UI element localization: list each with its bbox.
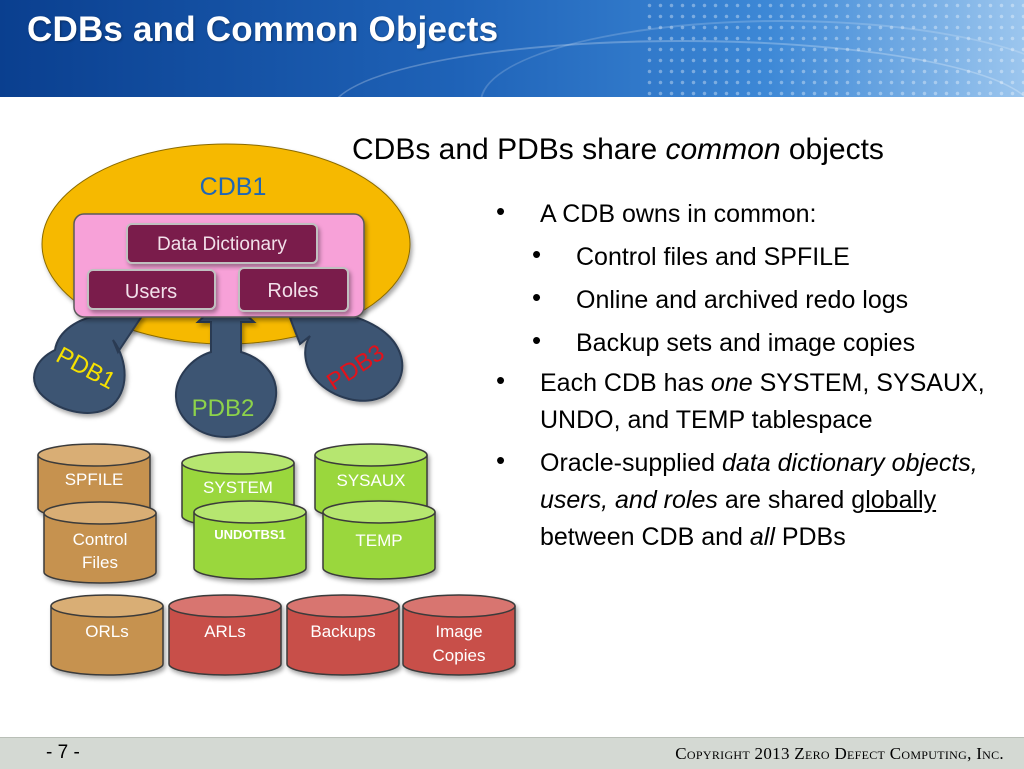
title-bar: CDBs and Common Objects (0, 0, 1024, 97)
users-box (87, 269, 216, 310)
pdb2-shape (174, 294, 278, 439)
orls-cylinder (50, 594, 164, 676)
temp-label: TEMP (355, 531, 402, 550)
undotbs1-label: UNDOTBS1 (214, 527, 286, 542)
bullet-item: •Each CDB has one SYSTEM, SYSAUX, UNDO, … (490, 365, 1020, 439)
bullet-icon: • (496, 196, 506, 226)
bullet-icon: • (532, 282, 542, 312)
data-dictionary-label: Data Dictionary (157, 234, 287, 255)
system-label: SYSTEM (203, 478, 273, 497)
bullet-icon: • (496, 445, 506, 475)
roles-label: Roles (267, 280, 318, 302)
slide-title: CDBs and Common Objects (27, 10, 499, 49)
data-dictionary-box (126, 223, 318, 264)
undotbs1-cylinder (193, 500, 307, 580)
cdb-label: CDB1 (200, 173, 267, 201)
bullet-icon: • (532, 325, 542, 355)
spfile-label: SPFILE (65, 470, 124, 489)
cdb-diagram: CDB1 PDB1 PDB2 PDB3 Data Dictionary User… (33, 143, 516, 676)
control-files-label-line1: Control (73, 530, 128, 549)
header-dot-pattern (644, 0, 1024, 97)
control-files-cylinder (43, 501, 157, 584)
sub-bullet-item: •Backup sets and image copies (490, 325, 1020, 362)
sub-bullet-item: •Control files and SPFILE (490, 239, 1020, 276)
image-copies-label-line2: Copies (433, 646, 486, 665)
backups-label: Backups (310, 622, 375, 641)
sysaux-label: SYSAUX (337, 471, 406, 490)
arls-label: ARLs (204, 622, 246, 641)
bullet-list: •A CDB owns in common: •Control files an… (490, 196, 1020, 556)
control-files-label-line2: Files (82, 553, 118, 572)
users-label: Users (125, 281, 177, 303)
bullet-item: •A CDB owns in common: (490, 196, 1020, 233)
slide-subtitle: CDBs and PDBs share common objects (352, 133, 884, 166)
pdb3-shape (288, 298, 404, 402)
roles-box (238, 267, 349, 312)
arls-cylinder (168, 594, 282, 676)
temp-cylinder (322, 500, 436, 580)
footer-bar: - 7 - Copyright 2013 Zero Defect Computi… (0, 737, 1024, 769)
bullet-icon: • (496, 365, 506, 395)
image-copies-label-line1: Image (435, 622, 482, 641)
pdb2-label: PDB2 (192, 395, 255, 422)
copyright-notice: Copyright 2013 Zero Defect Computing, In… (675, 744, 1004, 763)
page-number: - 7 - (46, 742, 80, 763)
backups-cylinder (286, 594, 400, 676)
bullet-item: •Oracle-supplied data dictionary objects… (490, 445, 1020, 556)
bullet-icon: • (532, 239, 542, 269)
sub-bullet-item: •Online and archived redo logs (490, 282, 1020, 319)
image-copies-cylinder (402, 594, 516, 676)
orls-label: ORLs (85, 622, 128, 641)
